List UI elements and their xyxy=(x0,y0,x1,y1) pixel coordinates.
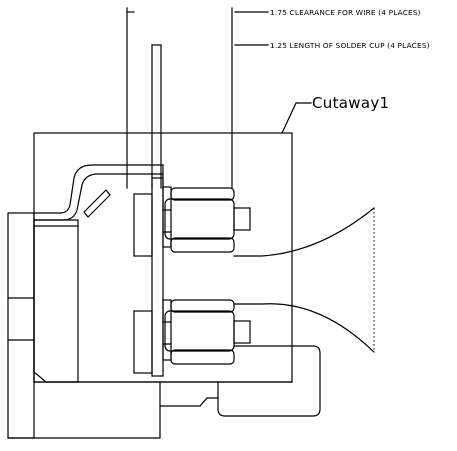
solder-cup-contact-top xyxy=(162,186,251,253)
mating-connector-bottom xyxy=(7,405,161,439)
contact-bottom-barrel xyxy=(164,310,235,352)
contact-bottom-band-2 xyxy=(170,349,235,365)
insulator-wall xyxy=(133,177,164,377)
dimension-lines xyxy=(126,7,269,189)
cutaway-callout: Cutaway1 xyxy=(281,94,389,134)
wire-outer-path xyxy=(33,164,164,214)
contact-bottom-band-1 xyxy=(170,299,235,313)
contact-bottom-flange xyxy=(162,299,172,361)
cutaway-label: Cutaway1 xyxy=(312,94,389,112)
contact-retainer-top xyxy=(133,193,153,257)
contact-bottom-cup xyxy=(233,320,251,344)
contact-retainer-bottom xyxy=(133,310,153,374)
clearance-note: 1.75 CLEARANCE FOR WIRE (4 PLACES) xyxy=(270,8,421,17)
contact-top-cup xyxy=(233,207,251,231)
bracket-outline xyxy=(217,345,321,417)
connector-insert-body xyxy=(33,219,79,383)
bent-wire xyxy=(33,164,164,221)
contact-top-flange xyxy=(162,186,172,248)
mating-connector xyxy=(7,212,161,439)
contact-top-band-2 xyxy=(170,237,235,253)
contact-top-band-1 xyxy=(170,187,235,201)
housing-bottom-step xyxy=(159,381,219,407)
wire-top xyxy=(233,207,375,257)
lower-bracket xyxy=(217,345,321,417)
contact-top-barrel xyxy=(164,198,235,240)
solder-cup-contact-bottom xyxy=(162,299,251,365)
wire-clamp xyxy=(83,189,111,218)
wire-fanout xyxy=(233,207,375,353)
wire-inner-path xyxy=(33,173,164,221)
wire-bottom xyxy=(233,303,375,353)
insulator-panel xyxy=(151,177,164,377)
cutaway-leader-line xyxy=(281,102,312,134)
solder-cup-note: 1.25 LENGTH OF SOLDER CUP (4 PLACES) xyxy=(270,41,430,50)
mating-connector-shell xyxy=(7,212,35,439)
